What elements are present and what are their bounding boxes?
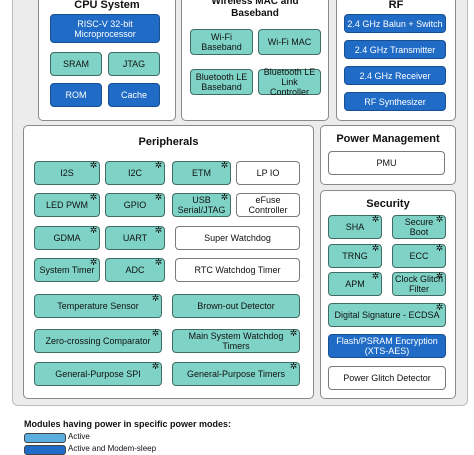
gear-icon: ✲ — [89, 160, 98, 170]
rf-synthesizer-block: RF Synthesizer — [344, 92, 446, 111]
i2s-block: I2S — [34, 161, 100, 185]
cache-block: Cache — [108, 83, 160, 107]
zero-crossing-comparator-block: Zero-crossing Comparator — [34, 329, 162, 353]
gear-icon: ✲ — [154, 192, 163, 202]
legend-swatch-active-modem-sleep — [24, 445, 66, 455]
rf-title: RF — [388, 0, 404, 11]
gear-icon: ✲ — [435, 271, 444, 281]
usb-serial-jtag-block: USB Serial/JTAG — [172, 193, 231, 217]
wireless-panel: Wireless MAC and Baseband — [181, 0, 329, 121]
gear-icon: ✲ — [151, 293, 160, 303]
wifi-baseband-block: Wi-Fi Baseband — [190, 29, 253, 55]
pmu-block: PMU — [328, 151, 445, 175]
flash-psram-encryption-block: Flash/PSRAM Encryption (XTS-AES) — [328, 334, 446, 358]
ecc-block: ECC — [392, 244, 446, 268]
legend-swatch-active — [24, 433, 66, 443]
gear-icon: ✲ — [89, 225, 98, 235]
gear-icon: ✲ — [371, 243, 380, 253]
power-management-title: Power Management — [336, 133, 440, 145]
gear-icon: ✲ — [220, 160, 229, 170]
risc-v-block: RISC-V 32-bit Microprocessor — [50, 14, 160, 43]
gear-icon: ✲ — [154, 160, 163, 170]
super-watchdog-block: Super Watchdog — [175, 226, 300, 250]
receiver-block: 2.4 GHz Receiver — [344, 66, 446, 85]
led-pwm-block: LED PWM — [34, 193, 100, 217]
gear-icon: ✲ — [435, 302, 444, 312]
ble-link-controller-block: Bluetooth LE Link Controller — [258, 67, 321, 97]
gear-icon: ✲ — [154, 257, 163, 267]
gear-icon: ✲ — [371, 214, 380, 224]
gear-icon: ✲ — [289, 328, 298, 338]
legend-label-active-modem-sleep: Active and Modem-sleep — [68, 444, 157, 453]
digital-signature-block: Digital Signature - ECDSA — [328, 303, 446, 327]
efuse-controller-block: eFuse Controller — [236, 193, 300, 217]
general-purpose-timers-block: General-Purpose Timers — [172, 362, 300, 386]
apm-block: APM — [328, 272, 382, 296]
peripherals-title: Peripherals — [138, 136, 199, 148]
brown-out-detector-block: Brown-out Detector — [172, 294, 300, 318]
gear-icon: ✲ — [151, 328, 160, 338]
general-purpose-spi-block: General-Purpose SPI — [34, 362, 162, 386]
gear-icon: ✲ — [89, 192, 98, 202]
transmitter-block: 2.4 GHz Transmitter — [344, 40, 446, 59]
gear-icon: ✲ — [154, 225, 163, 235]
gear-icon: ✲ — [435, 214, 444, 224]
cpu-system-title: CPU System — [74, 0, 140, 11]
balun-switch-block: 2.4 GHz Balun + Switch — [344, 14, 446, 33]
sram-block: SRAM — [50, 52, 102, 76]
gear-icon: ✲ — [289, 361, 298, 371]
clock-glitch-filter-block: Clock Glitch Filter — [392, 272, 446, 296]
adc-block: ADC — [105, 258, 165, 282]
gear-icon: ✲ — [220, 192, 229, 202]
gdma-block: GDMA — [34, 226, 100, 250]
sha-block: SHA — [328, 215, 382, 239]
gpio-block: GPIO — [105, 193, 165, 217]
jtag-block: JTAG — [108, 52, 160, 76]
legend-label-active: Active — [68, 432, 90, 441]
rtc-watchdog-timer-block: RTC Watchdog Timer — [175, 258, 300, 282]
secure-boot-block: Secure Boot — [392, 215, 446, 239]
rom-block: ROM — [50, 83, 102, 107]
gear-icon: ✲ — [371, 271, 380, 281]
security-title: Security — [366, 198, 410, 210]
wireless-title: Wireless MAC and Baseband — [211, 0, 299, 19]
gear-icon: ✲ — [151, 361, 160, 371]
ble-baseband-block: Bluetooth LE Baseband — [190, 69, 253, 95]
temperature-sensor-block: Temperature Sensor — [34, 294, 162, 318]
system-timer-block: System Timer — [34, 258, 100, 282]
lp-io-block: LP IO — [236, 161, 300, 185]
wifi-mac-block: Wi-Fi MAC — [258, 29, 321, 55]
main-system-watchdog-timers-block: Main System Watchdog Timers — [172, 329, 300, 353]
trng-block: TRNG — [328, 244, 382, 268]
i2c-block: I2C — [105, 161, 165, 185]
uart-block: UART — [105, 226, 165, 250]
etm-block: ETM — [172, 161, 231, 185]
gear-icon: ✲ — [435, 243, 444, 253]
power-glitch-detector-block: Power Glitch Detector — [328, 366, 446, 390]
gear-icon: ✲ — [89, 257, 98, 267]
legend-title: Modules having power in specific power m… — [24, 419, 232, 429]
